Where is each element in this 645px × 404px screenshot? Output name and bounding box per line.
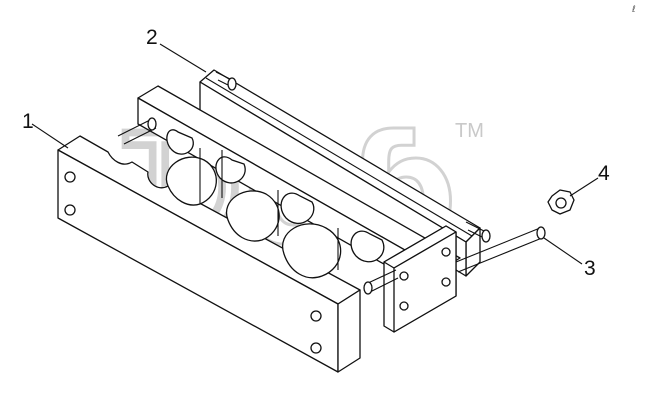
- middle-saddle-block: [137, 85, 461, 297]
- long-stud: [455, 226, 546, 273]
- watermark-trademark: TM: [455, 120, 484, 142]
- end-retaining-plate: [363, 225, 457, 333]
- callout-4: 4: [598, 162, 610, 185]
- callout-1: 1: [22, 110, 34, 133]
- corner-mark: ℓ: [631, 5, 636, 15]
- front-clamp-block: [57, 117, 361, 373]
- leader-lines: [31, 43, 599, 265]
- callout-3: 3: [584, 257, 596, 280]
- hex-nut: [547, 189, 575, 215]
- callout-2: 2: [146, 26, 158, 49]
